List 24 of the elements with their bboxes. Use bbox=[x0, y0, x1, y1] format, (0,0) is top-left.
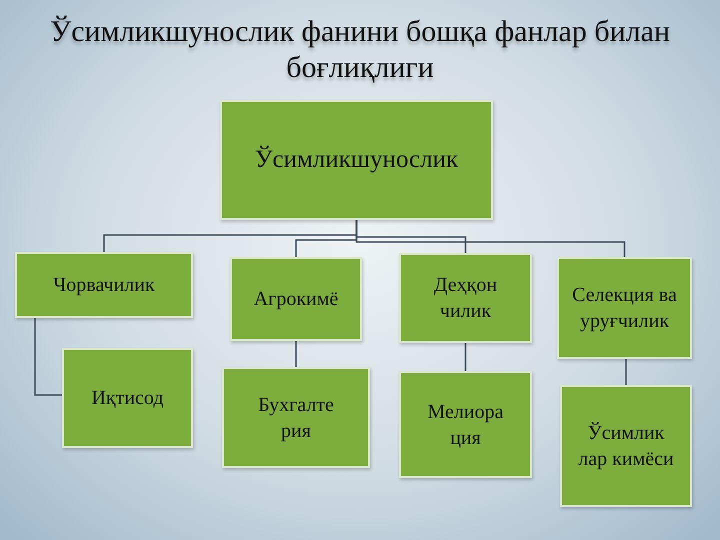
topic-box bbox=[15, 252, 193, 318]
topic-box bbox=[222, 367, 370, 468]
topic-box bbox=[399, 371, 532, 478]
box-label: Иқтисод bbox=[91, 386, 164, 411]
box-label: Ўсимлик лар кимёси bbox=[577, 421, 675, 472]
topic-box bbox=[560, 385, 692, 507]
box-label: Бухгалте рия bbox=[257, 392, 335, 444]
connector-line bbox=[295, 341, 297, 367]
connector-line bbox=[34, 318, 62, 396]
box-label: Селекция ва уруғчилик bbox=[571, 283, 678, 334]
topic-box bbox=[230, 257, 362, 341]
topic-box bbox=[399, 253, 532, 343]
box-label: Деҳқон чилик bbox=[432, 273, 498, 324]
box-label: Чорвачилик bbox=[53, 273, 155, 298]
box-label: Ўсимликшунослик bbox=[254, 144, 458, 175]
box-label: Мелиора ция bbox=[426, 400, 504, 450]
title: Ўсимликшунослик фанини бошқа фанлар билан боғлиқлиги bbox=[49, 14, 671, 86]
topic-box bbox=[557, 257, 692, 359]
connector-line bbox=[356, 220, 626, 257]
connector-line bbox=[625, 359, 627, 385]
connector-line bbox=[464, 343, 466, 371]
topic-box bbox=[62, 348, 193, 448]
box-label: Агрокимё bbox=[254, 287, 338, 312]
topic-box bbox=[220, 100, 493, 220]
